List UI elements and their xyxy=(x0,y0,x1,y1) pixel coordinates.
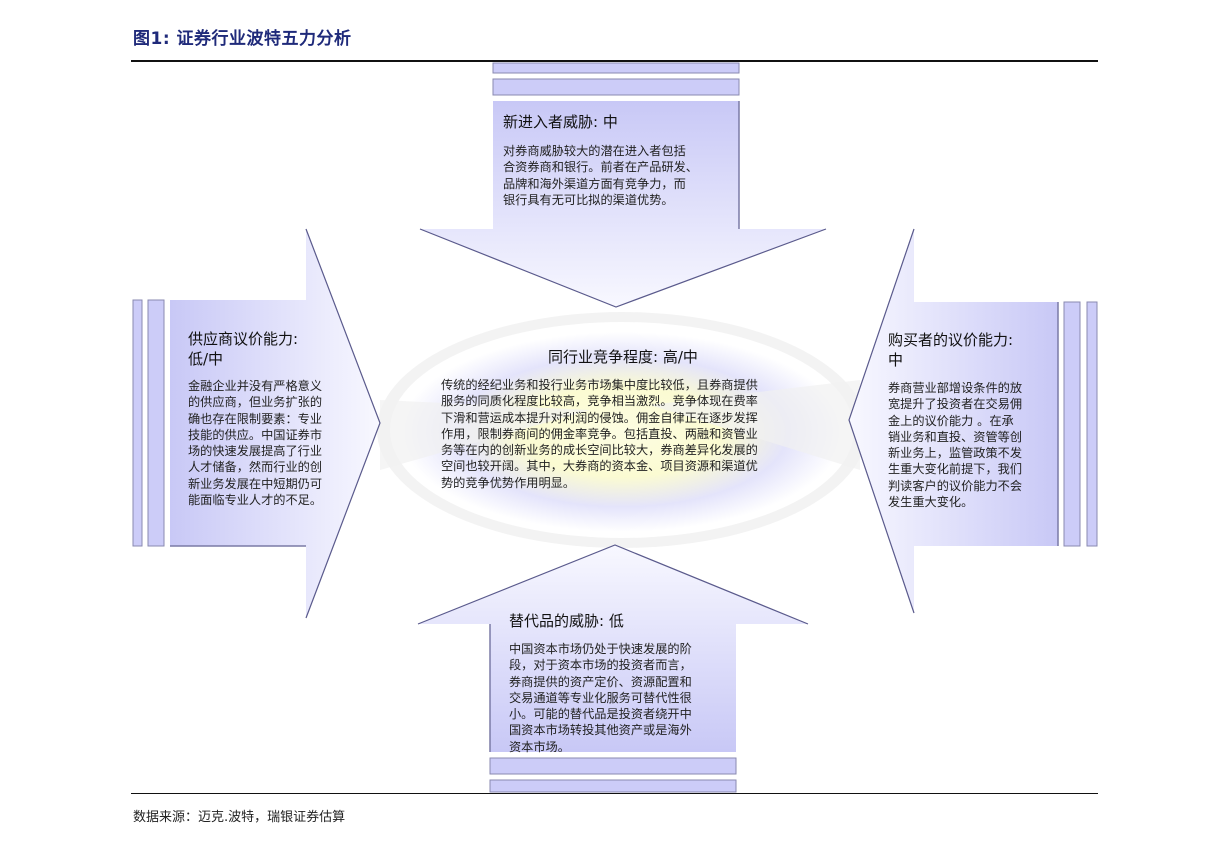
buyers-body: 券商营业部增设条件的放 宽提升了投资者在交易佣 金上的议价能力 。在承 销业务和… xyxy=(888,381,1023,510)
arrow-new-entrants xyxy=(419,62,827,308)
new-entrants-body: 对券商威胁较大的潜在进入者包括 合资券商和银行。前者在产品研发、 品牌和海外渠道… xyxy=(503,144,698,207)
arrow-suppliers xyxy=(132,228,381,619)
suppliers-heading: 供应商议价能力: 低/中 xyxy=(188,330,299,368)
source-note: 数据来源：迈克.波特，瑞银证券估算 xyxy=(133,810,346,825)
suppliers-body: 金融企业并没有严格意义 的供应商，但业务扩张的 确也存在限制要素：专业 技能的供… xyxy=(188,379,323,508)
rivalry-body: 传统的经纪业务和投行业务市场集中度比较低，且券商提供 服务的同质化程度比较高，竞… xyxy=(441,378,758,490)
bottom-divider xyxy=(131,793,1098,794)
figure-title: 图1: 证券行业波特五力分析 xyxy=(133,29,352,49)
new-entrants-heading: 新进入者威胁: 中 xyxy=(503,113,618,131)
rivalry-heading: 同行业竞争程度: 高/中 xyxy=(548,348,698,366)
center-ellipse xyxy=(377,312,867,548)
substitutes-heading: 替代品的威胁: 低 xyxy=(509,612,624,630)
arrow-buyers xyxy=(848,228,1098,614)
arrow-substitutes xyxy=(417,544,809,793)
buyers-heading: 购买者的议价能力: 中 xyxy=(888,331,1014,369)
substitutes-body: 中国资本市场仍处于快速发展的阶 段，对于资本市场的投资者而言， 券商提供的资产定… xyxy=(509,642,692,754)
top-divider xyxy=(131,60,1098,62)
